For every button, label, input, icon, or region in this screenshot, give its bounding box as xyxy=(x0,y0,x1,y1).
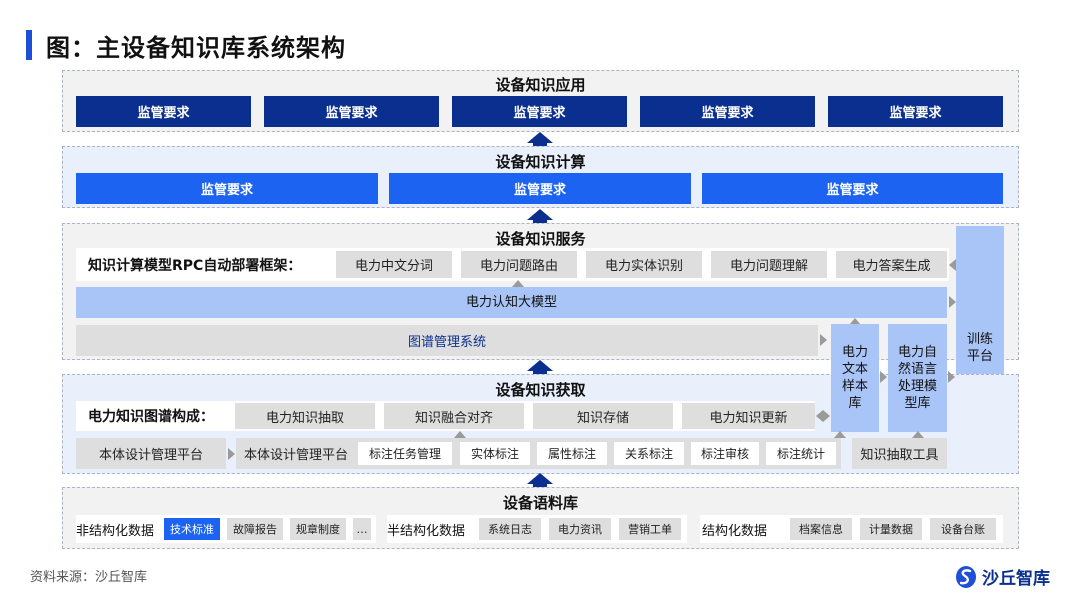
small-up-arrow-icon xyxy=(849,318,861,325)
annotation-task: 标注任务管理 xyxy=(358,442,452,465)
service-module: 电力问题理解 xyxy=(711,251,827,278)
corpus-tag: 系统日志 xyxy=(479,518,541,540)
service-module: 电力中文分词 xyxy=(336,251,452,278)
computing-item: 监管要求 xyxy=(76,173,378,204)
small-up-arrow-icon xyxy=(834,431,846,438)
brand-logo: 沙丘智库 xyxy=(956,564,1050,589)
logo-text: 沙丘智库 xyxy=(982,569,1050,589)
corpus-tag: 规章制度 xyxy=(290,518,346,540)
graph-item: 知识融合对齐 xyxy=(384,403,524,429)
small-right-arrow-icon xyxy=(948,371,955,383)
up-arrow-icon xyxy=(527,209,553,220)
page-title: 图：主设备知识库系统架构 xyxy=(46,34,346,62)
text-sample-library-label: 电力文本样本库 xyxy=(841,345,868,411)
annotation-task: 实体标注 xyxy=(460,442,530,465)
corpus-tag: 电力资讯 xyxy=(549,518,611,540)
service-module: 电力实体识别 xyxy=(586,251,702,278)
small-up-arrow-icon xyxy=(454,431,466,438)
text-sample-library: 电力文本样本库 xyxy=(831,324,879,432)
computing-item: 监管要求 xyxy=(702,173,1003,204)
corpus-tag-selected: 技术标准 xyxy=(164,518,220,540)
big-model-bar: 电力认知大模型 xyxy=(76,287,947,318)
small-up-arrow-icon xyxy=(912,431,924,438)
extraction-tool: 知识抽取工具 xyxy=(852,438,947,469)
annotation-task: 标注统计 xyxy=(766,442,836,465)
framework-label: 知识计算模型RPC自动部署框架： xyxy=(88,257,302,274)
corpus-tag: 档案信息 xyxy=(790,518,852,540)
service-module: 电力答案生成 xyxy=(836,251,947,278)
annotation-task: 标注审核 xyxy=(691,442,759,465)
small-right-arrow-icon xyxy=(880,371,887,383)
up-arrow-stem xyxy=(533,142,547,146)
graph-item: 知识存储 xyxy=(533,403,673,429)
unstructured-label: 非结构化数据 xyxy=(76,523,155,539)
up-arrow-icon xyxy=(527,360,553,371)
small-left-arrow-icon xyxy=(816,410,823,422)
nlp-model-library: 电力自然语言处理模型库 xyxy=(888,324,947,432)
annotation-task: 关系标注 xyxy=(614,442,684,465)
application-item: 监管要求 xyxy=(828,96,1003,127)
logo-mark-icon xyxy=(956,565,976,588)
graph-system-bar: 图谱管理系统 xyxy=(76,325,818,356)
up-arrow-stem xyxy=(533,483,547,487)
corpus-tag: 营销工单 xyxy=(619,518,681,540)
corpus-tag: … xyxy=(353,518,371,540)
up-arrow-icon xyxy=(527,473,553,484)
ontology-platform-a: 本体设计管理平台 xyxy=(76,438,226,469)
layer-computing-title: 设备知识计算 xyxy=(495,153,586,171)
knowledge-graph-label: 电力知识图谱构成： xyxy=(88,409,214,425)
application-item: 监管要求 xyxy=(452,96,627,127)
layer-acquisition-title: 设备知识获取 xyxy=(495,381,586,399)
service-module: 电力问题路由 xyxy=(461,251,577,278)
small-right-arrow-icon xyxy=(949,296,956,308)
ontology-platform-b: 本体设计管理平台 xyxy=(244,448,349,463)
layer-service-title: 设备知识服务 xyxy=(495,230,586,248)
title-accent-bar xyxy=(26,30,32,60)
up-arrow-stem xyxy=(533,219,547,223)
structured-label: 结构化数据 xyxy=(702,523,768,539)
small-right-arrow-icon xyxy=(228,448,235,460)
up-arrow-stem xyxy=(533,370,547,374)
layer-application-title: 设备知识应用 xyxy=(495,76,586,94)
nlp-model-library-label: 电力自然语言处理模型库 xyxy=(897,345,937,411)
application-item: 监管要求 xyxy=(76,96,251,127)
small-up-arrow-icon xyxy=(512,280,524,287)
application-item: 监管要求 xyxy=(264,96,439,127)
small-left-arrow-icon xyxy=(949,259,956,271)
small-right-arrow-icon xyxy=(820,334,827,346)
source-note: 资料来源：沙丘智库 xyxy=(30,570,148,585)
graph-item: 电力知识抽取 xyxy=(235,403,375,429)
annotation-task: 属性标注 xyxy=(537,442,607,465)
layer-corpus-title: 设备语料库 xyxy=(502,494,578,512)
application-item: 监管要求 xyxy=(640,96,815,127)
small-right-arrow-icon xyxy=(823,410,830,422)
corpus-tag: 故障报告 xyxy=(227,518,283,540)
graph-item: 电力知识更新 xyxy=(682,403,815,429)
training-platform-label: 训练平台 xyxy=(966,331,993,364)
corpus-tag: 设备台账 xyxy=(930,518,996,540)
corpus-tag: 计量数据 xyxy=(860,518,922,540)
semi-structured-label: 半结构化数据 xyxy=(387,523,466,539)
up-arrow-icon xyxy=(527,132,553,143)
computing-item: 监管要求 xyxy=(389,173,691,204)
